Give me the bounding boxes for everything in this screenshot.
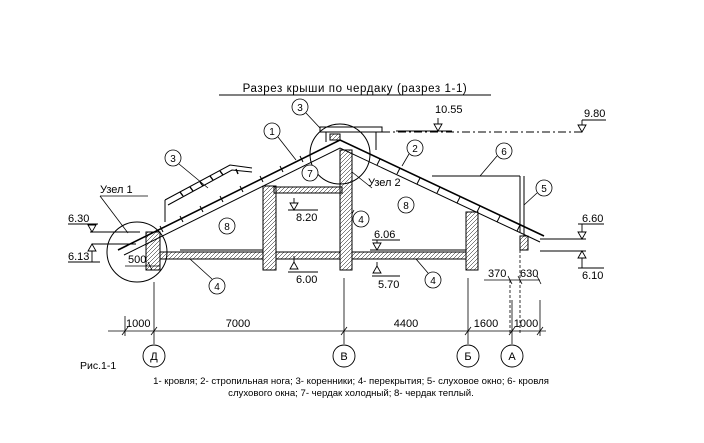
node-2-circle xyxy=(309,123,371,185)
dormer-left xyxy=(164,164,253,222)
grid-axes xyxy=(142,344,524,368)
callout-6: 6 xyxy=(501,147,507,158)
walls xyxy=(145,149,529,271)
dormer-window-right xyxy=(432,175,525,236)
callout-4-left: 4 xyxy=(214,282,220,293)
dimension-630: 630 xyxy=(520,268,538,280)
drawing-title: Разрез крыши по чердаку (разрез 1-1) xyxy=(243,83,468,95)
callout-3-left: 3 xyxy=(170,154,176,165)
dimension-370: 370 xyxy=(488,268,506,280)
dimension-500: 500 xyxy=(128,254,146,266)
local-dimensions xyxy=(125,250,542,334)
node-2-label: Узел 2 xyxy=(368,177,401,189)
cold-attic-ceiling xyxy=(273,186,343,194)
floor-slabs xyxy=(159,249,467,260)
callouts xyxy=(164,98,553,295)
elevation-10-55: 10.55 xyxy=(435,104,463,116)
dimension-1000-right: 1000 xyxy=(514,318,538,330)
figure-label: Рис.1-1 xyxy=(80,360,117,372)
elevation-6-60: 6.60 xyxy=(582,213,603,225)
elevation-6-00: 6.00 xyxy=(296,274,317,286)
dimension-4400: 4400 xyxy=(394,318,418,330)
dimension-7000: 7000 xyxy=(226,318,250,330)
callout-numbers: 3 1 3 7 8 4 8 2 6 5 4 4 xyxy=(170,103,547,293)
dimension-1600: 1600 xyxy=(474,318,498,330)
elevation-6-10: 6.10 xyxy=(582,270,603,282)
elevation-9-80: 9.80 xyxy=(584,108,605,120)
callout-4-mid: 4 xyxy=(358,215,364,226)
legend-line-1: 1- кровля; 2- стропильная нога; 3- корен… xyxy=(153,376,549,387)
dimension-1000-left: 1000 xyxy=(126,318,150,330)
callout-7: 7 xyxy=(307,169,313,180)
elevation-6-13: 6.13 xyxy=(68,251,89,263)
elevation-values: 10.55 9.80 8.20 6.30 6.13 6.06 6.00 5.70… xyxy=(68,104,605,291)
callout-1: 1 xyxy=(269,127,275,138)
ridge-vent xyxy=(319,126,383,150)
elevation-marks xyxy=(68,118,606,277)
callout-4-right: 4 xyxy=(430,276,436,287)
legend-line-2: слухового окна; 7- чердак холодный; 8- ч… xyxy=(228,388,474,399)
dimension-chain xyxy=(108,278,546,344)
callout-8-left: 8 xyxy=(224,222,230,233)
axis-d: Д xyxy=(150,351,158,363)
callout-3-top: 3 xyxy=(297,103,303,114)
elevation-6-30: 6.30 xyxy=(68,213,89,225)
elevation-5-70: 5.70 xyxy=(378,279,399,291)
elevation-8-20: 8.20 xyxy=(296,212,317,224)
callout-5: 5 xyxy=(541,184,547,195)
elevation-6-06: 6.06 xyxy=(374,229,395,241)
node-1-circle xyxy=(106,221,168,283)
axis-v: В xyxy=(340,351,347,363)
axis-a: А xyxy=(508,351,516,363)
callout-2: 2 xyxy=(412,144,418,155)
axis-b: Б xyxy=(464,351,471,363)
node-1-label: Узел 1 xyxy=(100,184,133,196)
callout-8-right: 8 xyxy=(403,201,409,212)
